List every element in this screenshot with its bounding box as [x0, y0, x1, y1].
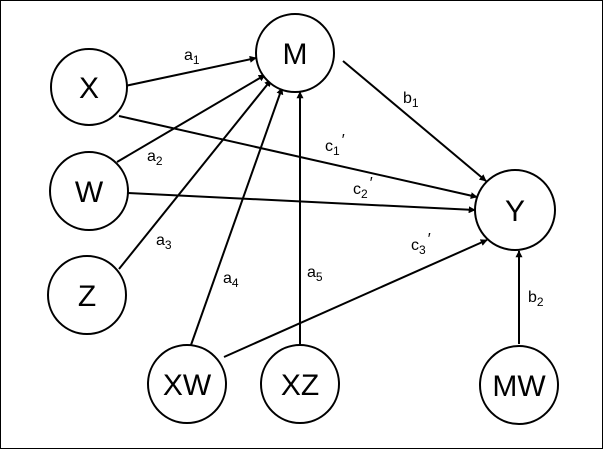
- nodes: X W Z M Y XW XZ MW: [47, 13, 559, 425]
- path-label-c3-prime: c3′: [411, 231, 431, 257]
- edge-labels: a1 a2 a3 a4 a5 b1 b2 c1′ c2′ c3′: [147, 47, 544, 309]
- node-y-label: Y: [505, 195, 525, 228]
- edge-w-to-m: [116, 74, 266, 163]
- node-x-label: X: [79, 72, 99, 105]
- edge-xw-to-m: [190, 87, 284, 346]
- edge-z-to-m: [118, 79, 272, 270]
- path-label-a5: a5: [307, 264, 323, 284]
- node-m-label: M: [283, 38, 308, 71]
- node-w-label: W: [75, 176, 104, 209]
- edge-xw-to-y: [223, 239, 488, 358]
- edges: [116, 55, 523, 358]
- path-label-b1: b1: [403, 90, 419, 110]
- edge-x-to-y: [118, 115, 478, 200]
- node-m: M: [255, 13, 335, 93]
- edge-x-to-m: [124, 55, 257, 87]
- path-label-c1-prime: c1′: [325, 132, 345, 158]
- node-y: Y: [474, 169, 556, 251]
- node-z-label: Z: [78, 280, 96, 313]
- path-label-a2: a2: [147, 148, 163, 168]
- node-x: X: [50, 48, 128, 126]
- edge-w-to-y: [127, 192, 476, 214]
- path-label-a4: a4: [223, 270, 239, 290]
- path-label-a3: a3: [156, 232, 172, 252]
- node-xw-label: XW: [163, 369, 212, 402]
- node-xw: XW: [147, 344, 227, 424]
- node-mw-label: MW: [492, 370, 546, 403]
- node-w: W: [49, 151, 129, 231]
- node-xz: XZ: [260, 344, 340, 424]
- node-xz-label: XZ: [281, 369, 319, 402]
- path-label-a1: a1: [184, 47, 200, 67]
- path-label-b2: b2: [528, 289, 544, 309]
- path-label-c2-prime: c2′: [353, 175, 373, 201]
- node-mw: MW: [479, 345, 559, 425]
- node-z: Z: [47, 255, 127, 335]
- edge-m-to-y: [342, 60, 487, 182]
